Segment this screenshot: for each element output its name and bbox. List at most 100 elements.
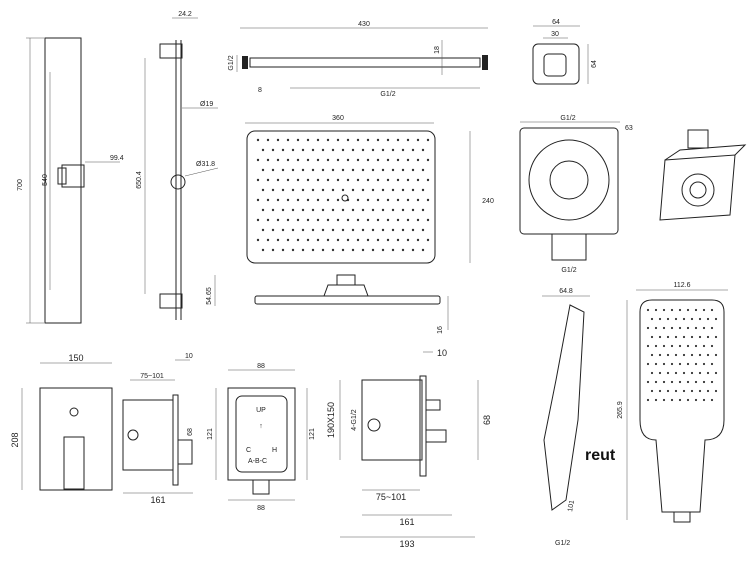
nozzle-dot: [426, 138, 430, 142]
nozzle-dot: [286, 238, 290, 242]
hand-nozzle-dot: [662, 380, 666, 384]
hand-nozzle-dot: [694, 362, 698, 366]
hand-nozzle-dot: [670, 398, 674, 402]
nozzle-dot: [426, 218, 430, 222]
dim-holder-width: 99.4: [110, 155, 124, 162]
nozzle-dot: [391, 248, 395, 252]
nozzle-dot: [336, 238, 340, 242]
mixer-side-view: 75~101 10 68 161: [122, 353, 194, 505]
nozzle-dot: [326, 158, 330, 162]
nozzle-dot: [371, 248, 375, 252]
label-box-cold: C: [246, 447, 251, 454]
dim-box-bottom-width: 88: [257, 505, 265, 512]
nozzle-dot: [316, 178, 320, 182]
nozzle-dot: [286, 138, 290, 142]
hand-nozzle-dot: [682, 317, 686, 321]
nozzle-dot: [271, 188, 275, 192]
hand-nozzle-dot: [710, 344, 714, 348]
label-bracket-diameter: Ø31.8: [196, 161, 215, 168]
hand-nozzle-dot: [646, 362, 650, 366]
nozzle-dot: [361, 168, 365, 172]
nozzle-dot: [281, 208, 285, 212]
nozzle-dot: [371, 188, 375, 192]
hand-nozzle-dot: [702, 398, 706, 402]
nozzle-dot: [326, 178, 330, 182]
hand-nozzle-dot: [650, 389, 654, 393]
hand-nozzle-dot: [710, 326, 714, 330]
nozzle-dot: [321, 188, 325, 192]
nozzle-dot: [421, 248, 425, 252]
nozzle-dot: [366, 138, 370, 142]
nozzle-dot: [286, 158, 290, 162]
nozzle-dot: [301, 148, 305, 152]
dim-arm-thread-bottom: G1/2: [380, 91, 395, 98]
nozzle-dot: [256, 218, 260, 222]
dim-arm-length: 430: [358, 21, 370, 28]
hand-nozzle-dot: [690, 371, 694, 375]
nozzle-dot: [426, 238, 430, 242]
hand-nozzle-dot: [702, 362, 706, 366]
nozzle-dot: [256, 138, 260, 142]
nozzle-dot: [341, 228, 345, 232]
nozzle-dot: [411, 168, 415, 172]
nozzle-dot: [361, 188, 365, 192]
nozzle-dot: [346, 238, 350, 242]
nozzle-dot: [281, 248, 285, 252]
nozzle-dot: [296, 198, 300, 202]
nozzle-dot: [261, 208, 265, 212]
hand-nozzle-dot: [650, 353, 654, 357]
hand-nozzle-dot: [710, 398, 714, 402]
nozzle-dot: [391, 228, 395, 232]
nozzle-dot: [276, 178, 280, 182]
label-outlet-detail-top: G1/2: [560, 115, 575, 122]
nozzle-dot: [381, 248, 385, 252]
hand-nozzle-dot: [698, 353, 702, 357]
nozzle-dot: [296, 178, 300, 182]
nozzle-dot: [311, 168, 315, 172]
mixer-box-front-view: 88 UP ↑ C H A-B-C 121 121 88: [207, 363, 316, 512]
nozzle-dot: [296, 138, 300, 142]
nozzle-dot: [401, 248, 405, 252]
nozzle-dot: [331, 148, 335, 152]
installation-box-side-view: 10 190X150 4-G1/2 68 75~101 161 193: [326, 348, 492, 549]
nozzle-dot: [396, 198, 400, 202]
nozzle-dot: [386, 178, 390, 182]
dim-mixer-plate: 10: [185, 353, 193, 360]
mixer-side-plate: [172, 394, 179, 486]
nozzle-dot: [326, 198, 330, 202]
nozzle-dot: [366, 178, 370, 182]
nozzle-dot: [266, 178, 270, 182]
wall-outlet-connector: [543, 53, 567, 77]
nozzle-dot: [426, 198, 430, 202]
dim-install-outlet: 4-G1/2: [351, 409, 358, 431]
hand-nozzle-dot: [646, 308, 650, 312]
hand-nozzle-dot: [714, 317, 718, 321]
nozzle-dot: [401, 188, 405, 192]
nozzle-dot: [341, 248, 345, 252]
brand-logo: reut: [585, 447, 616, 464]
nozzle-dot: [406, 178, 410, 182]
nozzle-dot: [256, 238, 260, 242]
nozzle-dot: [296, 238, 300, 242]
nozzle-dot: [306, 218, 310, 222]
dim-hand-length: 265.9: [617, 401, 624, 419]
nozzle-dot: [321, 168, 325, 172]
dim-box-top-width: 88: [257, 363, 265, 370]
outlet-detail-housing: [519, 127, 619, 235]
dim-rail-height: 650.4: [136, 171, 143, 189]
nozzle-dot: [386, 138, 390, 142]
nozzle-dot: [286, 198, 290, 202]
nozzle-dot: [316, 138, 320, 142]
dim-arm-thread-left: G1/2: [228, 55, 235, 70]
outlet-detail-outer-ring: [528, 139, 610, 221]
hand-nozzle-dot: [702, 308, 706, 312]
nozzle-dot: [416, 238, 420, 242]
hand-nozzle-dot: [650, 371, 654, 375]
hand-shower-nozzle-grid: [646, 308, 718, 402]
hand-nozzle-dot: [694, 308, 698, 312]
nozzle-dot: [386, 198, 390, 202]
nozzle-dot: [336, 158, 340, 162]
hand-nozzle-dot: [654, 362, 658, 366]
mixer-handle: [63, 436, 85, 490]
install-box-body: [361, 379, 423, 461]
